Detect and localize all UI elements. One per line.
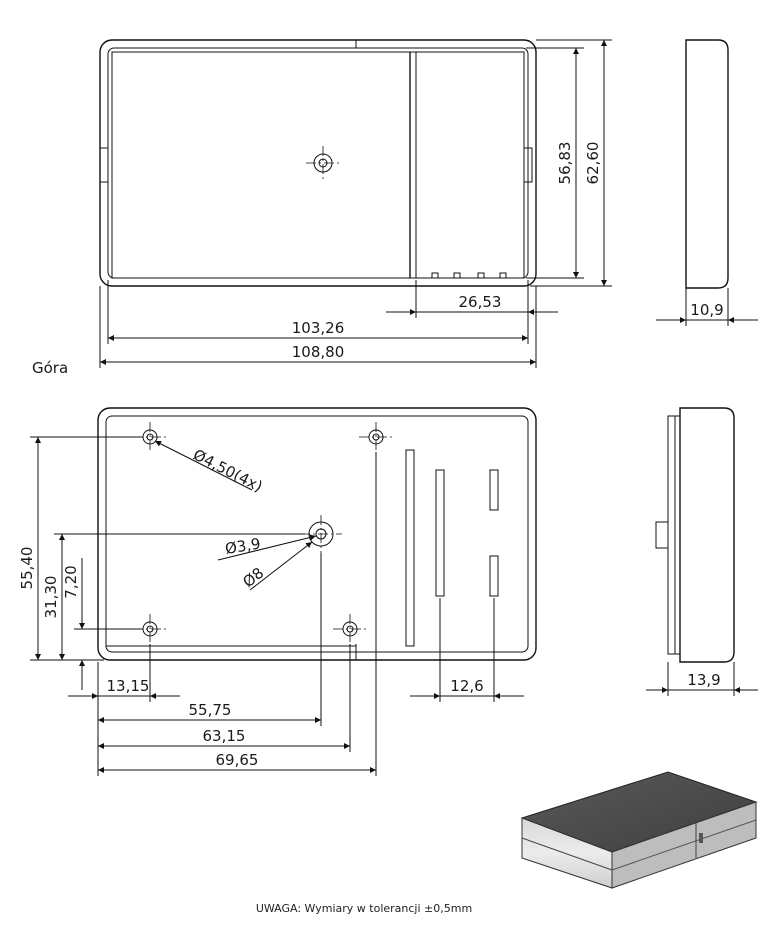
- dim-label-63-15: 63,15: [203, 727, 246, 745]
- dim-label-55-75: 55,75: [189, 701, 232, 719]
- dim-label-55-40: 55,40: [18, 547, 36, 590]
- dim-label-26-53: 26,53: [459, 293, 502, 311]
- side-view-top: 10,9: [656, 39, 758, 326]
- bottom-center-boss: [300, 515, 342, 553]
- dim-108-80: 108,80: [100, 343, 536, 365]
- dim-26-53: 26,53: [386, 293, 558, 315]
- dim-7-20: 7,20: [62, 558, 85, 690]
- leader-hole-small: Ø4,50(4x): [154, 440, 265, 496]
- leader-hole-center: Ø3,9: [217, 534, 317, 561]
- dim-62-60: 62,60: [584, 40, 607, 286]
- dim-label-103-26: 103,26: [292, 319, 345, 337]
- dim-label-69-65: 69,65: [216, 751, 259, 769]
- dim-label-7-20: 7,20: [62, 565, 80, 598]
- dim-55-40: 55,40: [18, 437, 41, 660]
- bottom-view: 55,40 31,30 7,20 13,15 55,75 63: [18, 407, 537, 776]
- dim-label-12-6: 12,6: [450, 677, 483, 695]
- dim-63-15: 63,15: [98, 727, 350, 749]
- top-view: 26,53 103,26 108,80 56,83 62,60 Góra: [32, 39, 612, 377]
- tolerance-note: UWAGA: Wymiary w tolerancji ±0,5mm: [256, 902, 472, 915]
- dim-12-6: 12,6: [410, 677, 524, 699]
- dim-label-hole-small: Ø4,50(4x): [190, 446, 265, 496]
- dim-103-26: 103,26: [108, 319, 528, 341]
- dim-label-62-60: 62,60: [584, 142, 602, 185]
- dim-31-30: 31,30: [42, 534, 65, 660]
- dim-69-65: 69,65: [98, 751, 376, 773]
- dim-56-83: 56,83: [556, 48, 579, 278]
- dim-13-15: 13,15: [68, 677, 180, 699]
- dim-label-56-83: 56,83: [556, 142, 574, 185]
- top-center-boss: [306, 146, 340, 180]
- view-label-top: Góra: [32, 359, 68, 377]
- dim-55-75: 55,75: [98, 701, 321, 723]
- dim-label-31-30: 31,30: [42, 576, 60, 619]
- dim-label-13-15: 13,15: [107, 677, 150, 695]
- dim-label-13-9: 13,9: [687, 671, 720, 689]
- mounting-hole-tr: [359, 422, 393, 452]
- mounting-hole-br: [333, 614, 367, 644]
- dim-label-10-9: 10,9: [690, 301, 723, 319]
- enclosure-3d-render: [520, 771, 758, 889]
- dim-label-hole-center: Ø3,9: [224, 535, 262, 558]
- dim-label-108-80: 108,80: [292, 343, 345, 361]
- side-view-bottom: 13,9: [646, 407, 758, 696]
- dim-label-boss-center: Ø8: [239, 564, 267, 591]
